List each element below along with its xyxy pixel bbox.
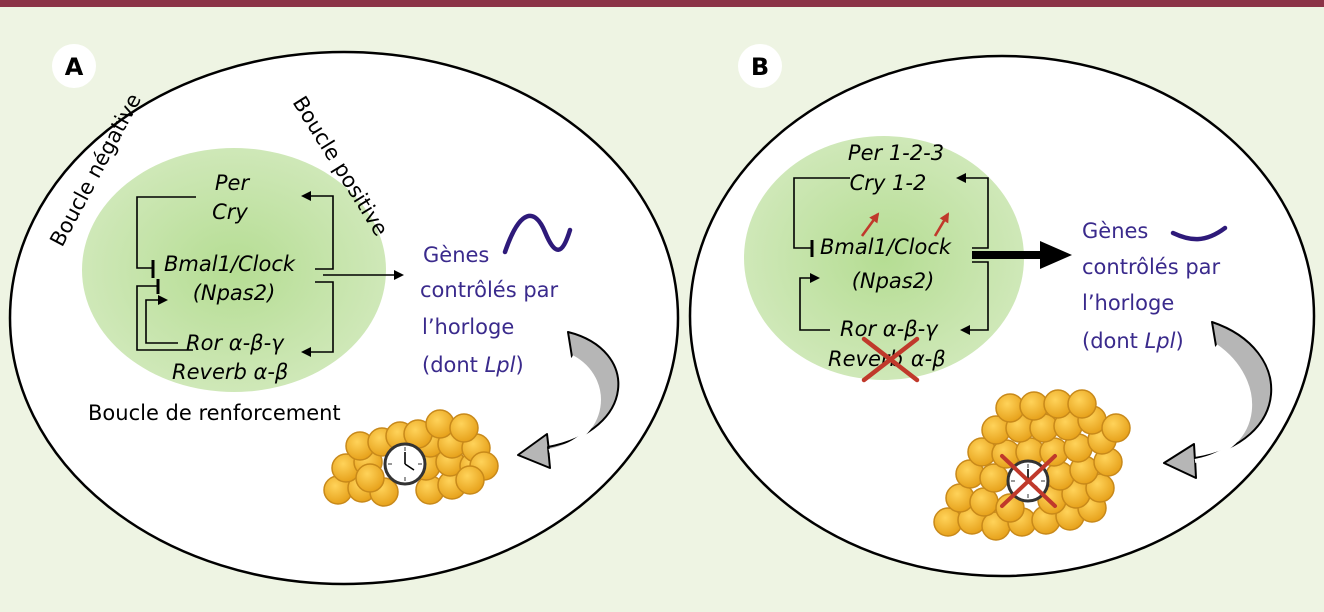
fat-cell — [995, 493, 1025, 523]
genes-line4-a: (dont Lpl) — [422, 353, 524, 377]
fat-cell — [449, 413, 479, 443]
genes-line2-b: contrôlés par — [1082, 255, 1221, 279]
bmal1-clock-label-b: Bmal1/Clock — [820, 235, 952, 259]
curved-arrow-b — [1163, 321, 1273, 479]
loop-lines-b — [793, 173, 989, 335]
genes-text-b: Gènes contrôlés par l’horloge (dont Lpl) — [1082, 219, 1221, 353]
genes-line3-b: l’horloge — [1082, 291, 1174, 315]
per-label-b: Per 1-2-3 — [848, 141, 944, 165]
badge-a — [52, 44, 96, 88]
clock-icon — [383, 442, 427, 486]
npas2-label-a: (Npas2) — [193, 281, 276, 305]
badge-b — [738, 44, 782, 88]
boucle-renforcement-label: Boucle de renforcement — [88, 401, 341, 425]
top-bar — [0, 0, 1324, 7]
genes-line1-b: Gènes — [1082, 219, 1148, 243]
loop-lines-a — [136, 191, 404, 357]
badge-a-label: A — [65, 53, 84, 81]
nucleus-a — [82, 148, 386, 392]
ror-label-b: Ror α-β-γ — [840, 317, 939, 341]
bmal1-clock-label-a: Bmal1/Clock — [164, 252, 296, 276]
cry-label-b: Cry 1-2 — [850, 171, 927, 195]
badge-b-label: B — [751, 53, 769, 81]
flat-wave-icon — [1170, 225, 1228, 242]
ror-label-a: Ror α-β-γ — [186, 331, 285, 355]
fat-cell — [425, 409, 455, 439]
sine-wave-icon — [502, 213, 573, 255]
genes-line2-a: contrôlés par — [420, 278, 559, 302]
fat-cell — [1067, 389, 1097, 419]
up-arrow-1 — [860, 212, 880, 237]
fat-cell — [455, 465, 485, 495]
up-arrow-2 — [933, 212, 950, 237]
genes-line3-a: l’horloge — [422, 315, 514, 339]
genes-line1-a: Gènes — [423, 243, 489, 267]
npas2-label-b: (Npas2) — [852, 269, 935, 293]
fat-cell — [355, 463, 385, 493]
panel-b: B Per 1-2-3 Cry 1-2 Bmal1/Clock (Npas2) … — [688, 44, 1316, 578]
panel-a: A Per Cry Bmal1/Clock (Npas2) Ror α-β-γ … — [8, 44, 680, 586]
fat-cell — [1101, 413, 1131, 443]
curved-arrow-a — [517, 331, 620, 469]
per-label-a: Per — [215, 171, 251, 195]
fat-cells-b — [933, 389, 1131, 541]
thick-arrow-head-b — [1040, 241, 1072, 269]
genes-line4-b: (dont Lpl) — [1082, 329, 1184, 353]
genes-text-a: Gènes contrôlés par l’horloge (dont Lpl) — [420, 243, 559, 377]
nucleus-b — [744, 136, 1024, 380]
reverb-label-a: Reverb α-β — [172, 360, 288, 384]
cry-label-a: Cry — [212, 200, 248, 224]
cross-reverb-icon — [861, 336, 920, 383]
crossed-clock-icon — [1000, 454, 1057, 508]
